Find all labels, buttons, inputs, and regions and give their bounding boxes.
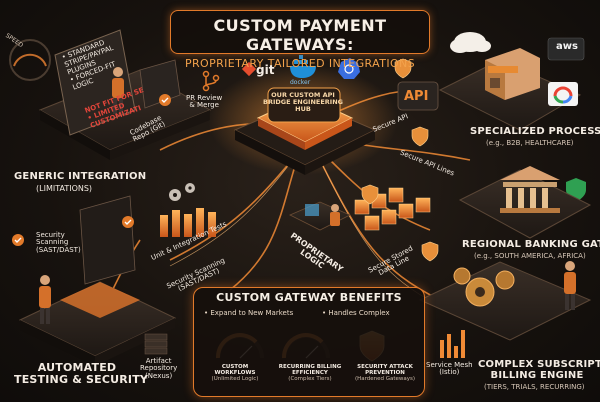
security-text: Security — [36, 231, 65, 239]
aws-logo-box — [547, 37, 585, 61]
billing-heading-line-2: BILLING ENGINE — [490, 369, 584, 381]
service-mesh-label: Service Mesh (Istio) — [426, 361, 473, 377]
git-logo-text: git — [256, 63, 275, 77]
banking-subheading: (e.g., SOUTH AMERICA, AFRICA) — [474, 252, 586, 260]
benefit-item-sub: (Hardened Gateways) — [354, 376, 416, 383]
pr-review-label: PR Review & Merge — [186, 94, 223, 110]
testing-platform — [18, 195, 177, 366]
istio-text: (Istio) — [439, 368, 460, 377]
benefit-item-title-2: EFFICIENCY — [292, 370, 328, 377]
kubernetes-logo-icon — [338, 58, 360, 79]
docker-logo-text: docker — [290, 79, 311, 86]
engineer-figure-left — [39, 275, 51, 324]
benefit-item-title-2: WORKFLOWS — [214, 370, 256, 377]
merge-text: & Merge — [189, 101, 219, 110]
bank-platform — [458, 166, 592, 239]
billing-heading-line-1: COMPLEX SUBSCRIPTION — [478, 359, 600, 370]
pr-review-text: PR Review — [186, 94, 223, 102]
automated-heading-line-2: TESTING & SECURITY — [14, 372, 149, 386]
artifact-repository-label: Artifact Repository (Nexus) — [140, 357, 178, 380]
benefit-item: RECURRING BILLING EFFICIENCY (Complex Ti… — [272, 364, 348, 382]
aws-logo-text: aws — [556, 41, 578, 52]
proprietary-platform — [289, 201, 351, 231]
api-logo-text: API — [404, 89, 429, 104]
test-bars — [160, 208, 216, 237]
benefit-item: SECURITY ATTACK PREVENTION (Hardened Gat… — [347, 364, 423, 382]
generic-subheading: (LIMITATIONS) — [36, 184, 93, 193]
gcp-logo-icon — [548, 82, 578, 106]
benefit-item-title: SECURITY ATTACK — [357, 364, 413, 370]
security-scanning-label: Security Scanning (SAST/DAST) — [36, 231, 81, 254]
benefits-title: CUSTOM GATEWAY BENEFITS — [216, 291, 402, 304]
title-line-2: PROPRIETARY TAILORED INTEGRATIONS — [184, 57, 416, 70]
benefit-item: CUSTOM WORKFLOWS (Unlimited Logic) — [197, 364, 273, 382]
benefit-item-title-2: PREVENTION — [365, 370, 405, 377]
gear-icons — [169, 183, 195, 201]
scanning-text: Scanning — [36, 238, 69, 247]
engineer-figure-right — [564, 261, 576, 310]
service-mesh-bars — [440, 330, 465, 358]
processor-subheading: (e.g., B2B, HEALTHCARE) — [486, 139, 574, 147]
benefit-item-sub: (Complex Tiers) — [288, 376, 332, 383]
billing-heading: COMPLEX SUBSCRIPTION BILLING ENGINE — [478, 359, 600, 381]
processor-platform — [438, 48, 582, 131]
benefit-top-right: • Handles Complex — [322, 309, 390, 317]
benefits-panel: CUSTOM GATEWAY BENEFITS • Expand to New … — [193, 287, 425, 397]
nexus-text: (Nexus) — [145, 371, 173, 380]
benefit-item-title: RECURRING BILLING — [278, 364, 342, 370]
cloud-icon — [450, 32, 491, 53]
artifact-server-icon — [144, 333, 168, 355]
check-icons — [12, 94, 171, 246]
service-mesh-text: Service Mesh — [426, 361, 473, 369]
sast-text: (SAST/DAST) — [36, 245, 81, 254]
shield-icons — [361, 58, 439, 262]
benefit-item-title: CUSTOM — [221, 364, 249, 370]
processor-heading: SPECIALIZED PROCESSOR — [470, 126, 600, 137]
hub-label: OUR CUSTOM API BRIDGE ENGINEERING HUB — [263, 91, 343, 114]
generic-heading: GENERIC INTEGRATION — [14, 171, 147, 182]
branch-icon — [202, 70, 220, 92]
banking-heading: REGIONAL BANKING GATEWAY — [462, 239, 600, 250]
repository-text: Repository — [140, 364, 178, 373]
generic-platform — [38, 29, 212, 160]
automated-heading-line-1: AUTOMATED — [37, 361, 117, 374]
title-banner: CUSTOM PAYMENT GATEWAYS: PROPRIETARY TAI… — [170, 10, 430, 70]
speed-gauge-icon — [9, 39, 51, 81]
title-line-1: CUSTOM PAYMENT GATEWAYS: — [213, 16, 387, 54]
artifact-text: Artifact — [145, 357, 172, 365]
benefit-item-sub: (Unlimited Logic) — [211, 376, 259, 383]
billing-subheading: (TIERS, TRIALS, RECURRING) — [484, 383, 585, 391]
hub-platform — [208, 65, 398, 175]
presenter-figure — [112, 67, 124, 114]
docker-logo-icon — [290, 55, 316, 78]
api-badge — [397, 81, 439, 111]
automated-heading: AUTOMATED TESTING & SECURITY — [14, 361, 149, 386]
benefit-top-left: • Expand to New Markets — [204, 309, 294, 317]
billing-platform — [418, 261, 592, 341]
